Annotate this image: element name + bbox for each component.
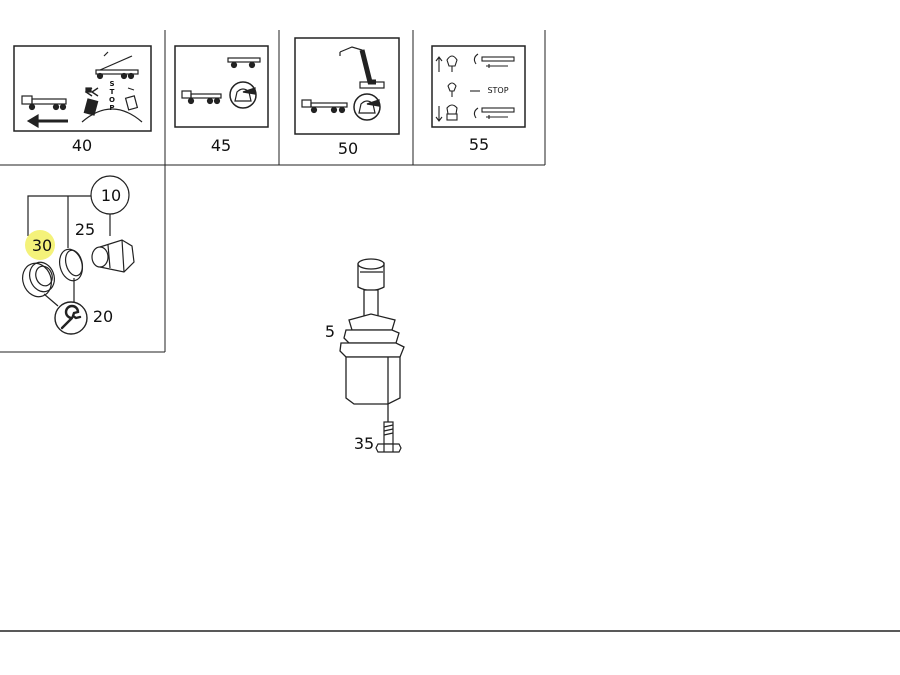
- callout-35: 35: [354, 434, 374, 453]
- truck-crane-stop-pictogram: [21, 51, 143, 129]
- stop-label: STOP: [487, 86, 508, 95]
- cap-set-panel[interactable]: 30 10 25 20: [18, 175, 135, 335]
- stop-vertical-letters: S T O P: [109, 80, 115, 112]
- crane-hand-lever-pictogram: [301, 46, 385, 121]
- panel-50[interactable]: 50: [294, 37, 400, 158]
- svg-text:P: P: [109, 104, 114, 112]
- joystick-lever: [339, 258, 405, 428]
- wrench-icon: [54, 301, 88, 335]
- truck-hand-lever-pictogram: [181, 57, 261, 109]
- svg-text:T: T: [110, 88, 115, 96]
- flange-bolt: [375, 421, 402, 453]
- svg-text:S: S: [109, 80, 114, 88]
- seal-ring-cap-set: [22, 195, 135, 307]
- callout-45: 45: [211, 136, 231, 155]
- callout-25: 25: [75, 220, 95, 239]
- callout-50: 50: [338, 139, 358, 158]
- callout-5: 5: [325, 322, 335, 341]
- panel-45[interactable]: 45: [174, 45, 269, 155]
- lever-direction-stop-pictogram: [435, 53, 515, 122]
- callout-30: 30: [32, 236, 52, 255]
- panel-40[interactable]: S T O P 40: [13, 45, 152, 155]
- panel-55[interactable]: STOP 55: [431, 45, 526, 154]
- grid-lines: [0, 30, 900, 632]
- callout-40: 40: [72, 136, 92, 155]
- callout-20: 20: [93, 307, 113, 326]
- callout-30-highlight: [25, 230, 55, 260]
- callout-55: 55: [469, 135, 489, 154]
- joystick-assembly[interactable]: 5 35: [325, 258, 405, 453]
- svg-text:O: O: [109, 96, 115, 104]
- callout-10-circle: [90, 175, 130, 215]
- callout-10: 10: [101, 186, 121, 205]
